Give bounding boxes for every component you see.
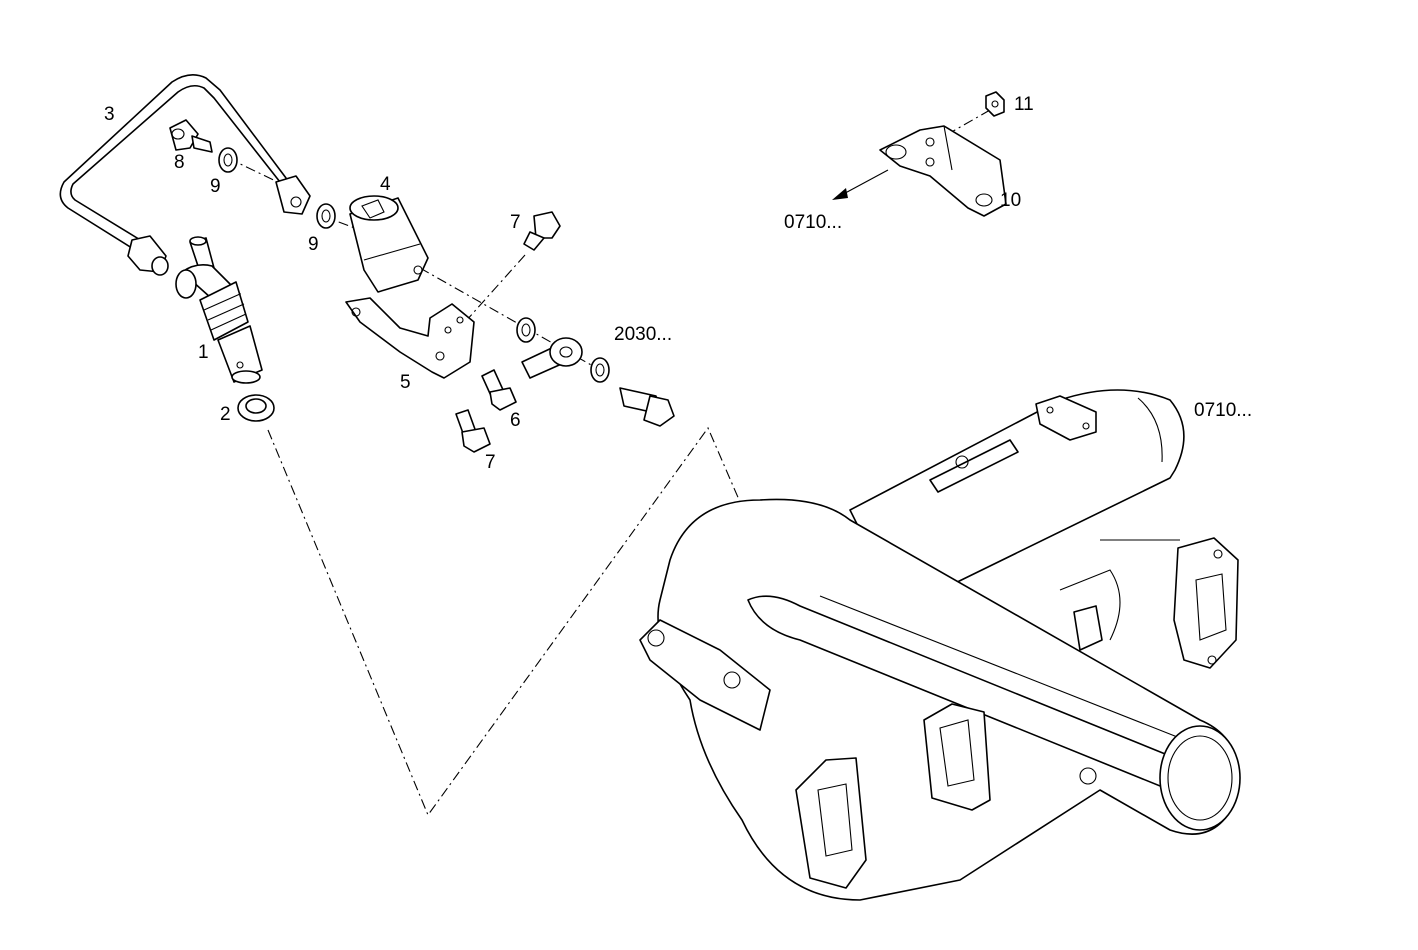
injector	[175, 236, 263, 384]
injection-pipe	[59, 74, 311, 276]
callout-11: 11	[1014, 94, 1034, 115]
screw-upper	[523, 211, 561, 251]
callout-9-right: 9	[308, 234, 319, 255]
exhaust-manifold	[639, 389, 1241, 901]
callout-2: 2	[220, 404, 231, 425]
valve-body	[349, 195, 429, 293]
screw-lower-7	[455, 409, 491, 453]
sealing-washer	[237, 394, 275, 422]
callout-labels: 1 2 3 4 5 6 7 7 8 9 9 10 11	[104, 94, 1034, 473]
callout-3: 3	[104, 104, 115, 125]
reference-0710-right: 0710...	[1194, 400, 1252, 421]
bracket	[345, 297, 475, 379]
callout-6: 6	[510, 410, 521, 431]
reference-2030: 2030...	[614, 324, 672, 345]
callout-1: 1	[198, 342, 209, 363]
callout-10: 10	[1000, 190, 1021, 211]
banjo-fitting	[516, 317, 675, 427]
callout-9-left: 9	[210, 176, 221, 197]
mounting-bracket	[879, 125, 1007, 217]
reference-0710-upper: 0710...	[784, 212, 842, 233]
nut	[985, 91, 1005, 117]
direction-arrow	[832, 169, 889, 200]
screw-lower-6	[481, 369, 517, 411]
hollow-screw	[169, 119, 213, 153]
callout-5: 5	[400, 372, 411, 393]
callout-4: 4	[380, 174, 391, 195]
reference-labels: 0710... 2030... 0710...	[614, 212, 1252, 421]
callout-7-lower: 7	[485, 452, 496, 473]
callout-7-upper: 7	[510, 212, 521, 233]
seal-rings	[218, 147, 336, 229]
callout-8: 8	[174, 152, 185, 173]
